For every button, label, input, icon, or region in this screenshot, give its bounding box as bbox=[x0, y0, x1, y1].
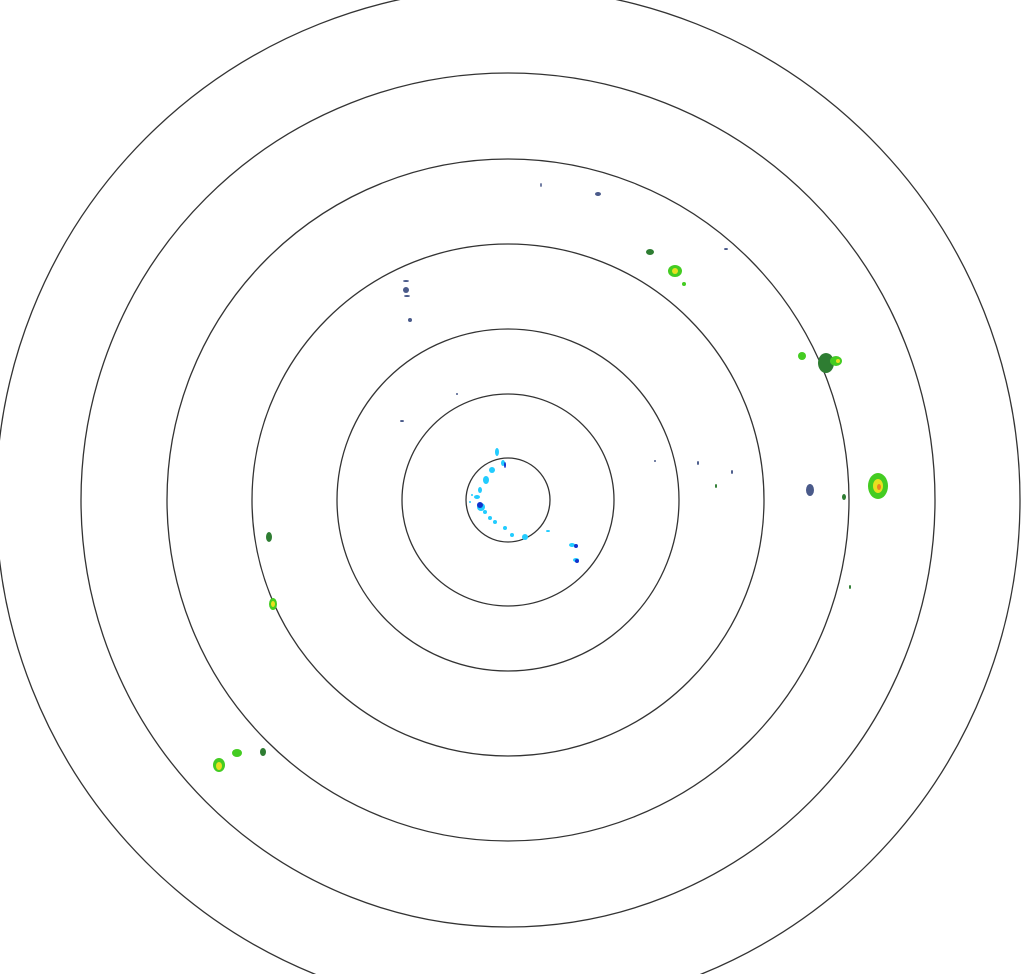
range-ring bbox=[251, 243, 765, 757]
radar-echo bbox=[836, 359, 840, 363]
radar-echo bbox=[806, 484, 814, 496]
radar-echo bbox=[672, 268, 678, 274]
radar-echo bbox=[504, 462, 506, 468]
radar-echo bbox=[495, 448, 499, 456]
radar-echo bbox=[877, 484, 881, 490]
radar-echo bbox=[483, 476, 489, 484]
radar-echo bbox=[595, 192, 601, 196]
radar-echo bbox=[546, 530, 550, 532]
radar-echo bbox=[503, 526, 507, 530]
radar-echo bbox=[403, 287, 409, 293]
radar-echo bbox=[266, 532, 272, 542]
radar-echo bbox=[522, 534, 528, 540]
radar-echo bbox=[798, 352, 806, 360]
radar-echo bbox=[501, 460, 505, 466]
radar-echo bbox=[260, 748, 266, 756]
radar-echo bbox=[471, 494, 473, 496]
radar-echo bbox=[232, 749, 242, 757]
radar-echo bbox=[646, 249, 654, 255]
radar-echo bbox=[404, 295, 410, 297]
radar-echo bbox=[654, 460, 656, 462]
radar-echo bbox=[575, 559, 579, 563]
range-ring bbox=[166, 158, 850, 842]
radar-echo bbox=[474, 495, 480, 499]
radar-echo bbox=[697, 461, 699, 465]
radar-echo bbox=[216, 762, 222, 770]
radar-echo bbox=[849, 585, 851, 589]
radar-echo bbox=[271, 601, 275, 607]
precipitation-echoes bbox=[213, 183, 888, 772]
radar-echo bbox=[456, 393, 458, 395]
radar-echo bbox=[408, 318, 412, 322]
range-ring bbox=[465, 457, 551, 543]
radar-echo bbox=[489, 467, 495, 473]
radar-echo bbox=[469, 501, 471, 503]
radar-echo bbox=[731, 470, 733, 474]
radar-echo bbox=[569, 543, 575, 547]
radar-echo bbox=[493, 520, 497, 524]
radar-echo bbox=[488, 516, 492, 520]
radar-echo bbox=[483, 510, 487, 514]
radar-echo bbox=[682, 282, 686, 286]
radar-echo bbox=[400, 420, 404, 422]
radar-echo bbox=[842, 494, 846, 500]
radar-echo bbox=[818, 353, 834, 373]
radar-echo bbox=[724, 248, 728, 250]
range-ring bbox=[336, 328, 680, 672]
range-ring bbox=[80, 72, 936, 928]
range-ring bbox=[401, 393, 615, 607]
radar-echo bbox=[715, 484, 717, 488]
radar-echo bbox=[403, 280, 409, 282]
radar-echo bbox=[574, 544, 578, 548]
radar-echo bbox=[510, 533, 514, 537]
radar-echo bbox=[478, 487, 482, 493]
radar-echo bbox=[477, 502, 483, 508]
radar-echo bbox=[540, 183, 542, 187]
